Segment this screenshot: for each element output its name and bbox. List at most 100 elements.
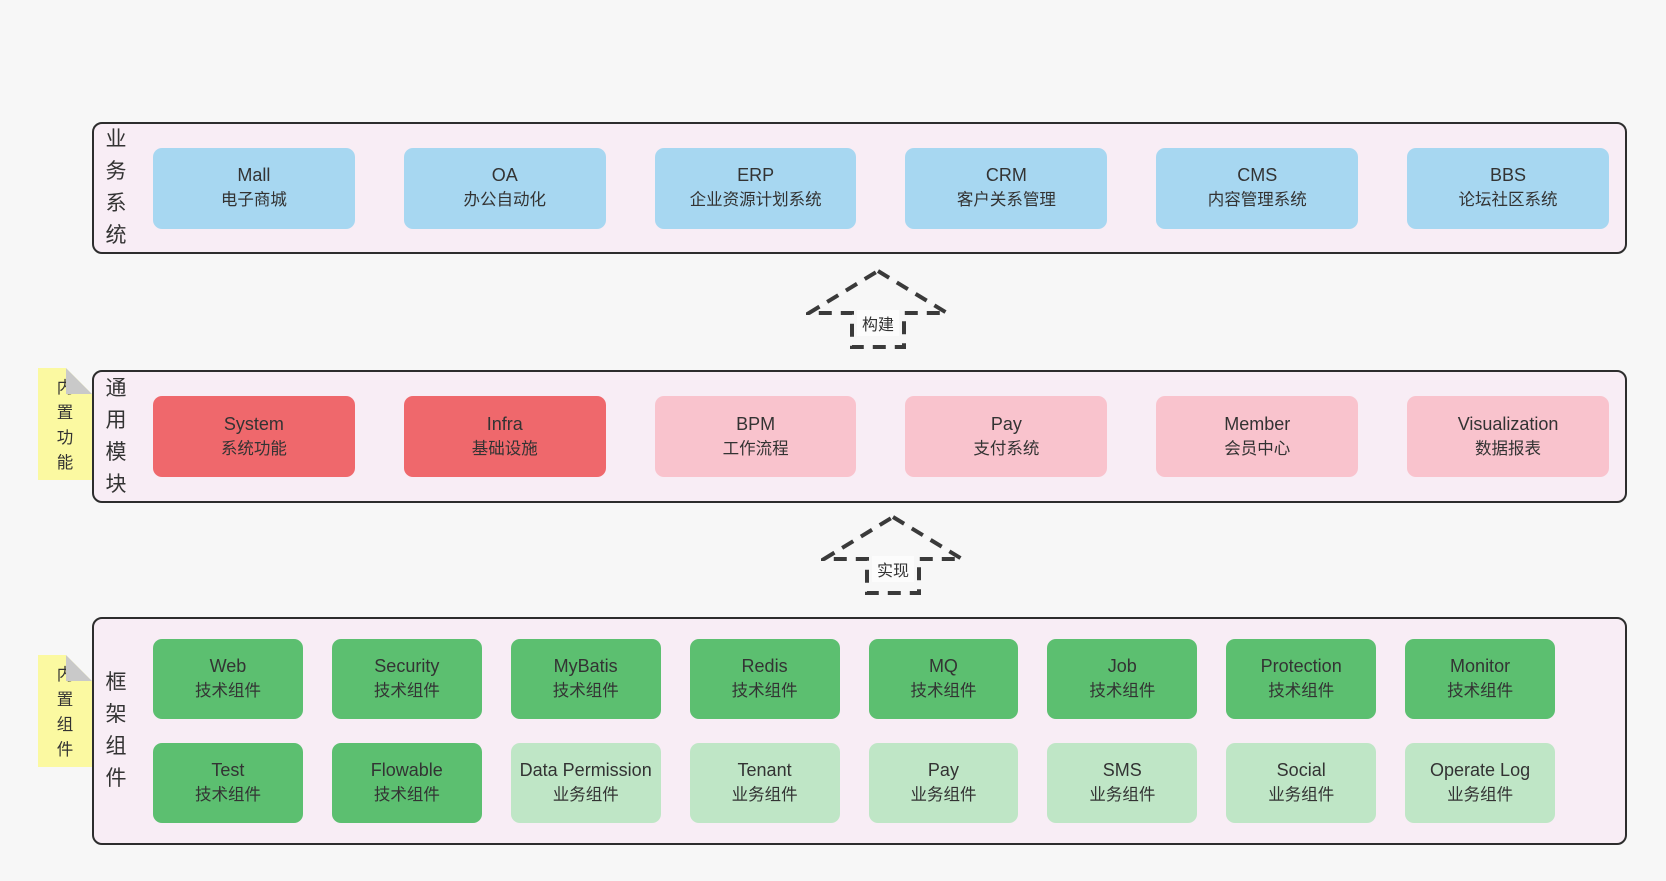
diagram-box-sms: SMS 业务组件 — [1047, 743, 1198, 823]
box-subtitle: 技术组件 — [1089, 682, 1156, 700]
layer-label-text: 通用模块 — [105, 376, 127, 496]
layer-label-framework-components: 框架组件 — [94, 619, 138, 843]
box-subtitle: 内容管理系统 — [1207, 191, 1307, 209]
box-title: SMS — [1102, 760, 1142, 780]
diagram-box-crm: CRM 客户关系管理 — [905, 147, 1108, 229]
diagram-box-social: Social 业务组件 — [1226, 743, 1377, 823]
box-subtitle: 技术组件 — [373, 786, 440, 804]
box-title: MyBatis — [553, 656, 618, 676]
diagram-box-bbs: BBS 论坛社区系统 — [1407, 147, 1609, 229]
diagram-box-job: Job 技术组件 — [1047, 639, 1198, 719]
box-title: Test — [211, 760, 245, 780]
diagram-box-member: Member 会员中心 — [1156, 396, 1359, 477]
box-title: Mall — [237, 165, 271, 185]
box-title: Web — [209, 656, 247, 676]
diagram-box-erp: ERP 企业资源计划系统 — [654, 147, 857, 229]
box-title: Flowable — [370, 760, 443, 780]
layer-common-modules: 通用模块 System 系统功能 Infra 基础设施 BPM 工作流程 Pay 支付系统 Me… — [92, 370, 1627, 503]
dashed-up-arrow-icon — [806, 268, 950, 349]
box-subtitle: 业务组件 — [552, 786, 619, 804]
diagram-box-pay: Pay 支付系统 — [905, 396, 1108, 477]
arrow-build: 构建 — [806, 268, 950, 350]
note-fold-corner-icon — [66, 655, 92, 681]
diagram-box-flowable: Flowable 技术组件 — [331, 743, 482, 823]
diagram-box-tenant: Tenant 业务组件 — [689, 743, 840, 823]
box-title: Pay — [927, 760, 959, 780]
box-title: Monitor — [1450, 656, 1511, 676]
box-subtitle: 论坛社区系统 — [1458, 191, 1558, 209]
box-title: Infra — [486, 413, 523, 434]
box-title: Redis — [741, 656, 788, 676]
box-title: BBS — [1490, 165, 1527, 185]
box-title: ERP — [737, 165, 775, 185]
box-subtitle: 技术组件 — [552, 682, 619, 700]
box-subtitle: 基础设施 — [471, 439, 538, 458]
box-subtitle: 业务组件 — [1089, 786, 1156, 804]
box-subtitle: 客户关系管理 — [956, 191, 1056, 209]
box-subtitle: 业务组件 — [1268, 786, 1335, 804]
box-title: Job — [1107, 656, 1137, 676]
diagram-box-bpm: BPM 工作流程 — [654, 396, 857, 477]
box-title: OA — [491, 165, 518, 185]
note-fold-corner-icon — [66, 368, 92, 394]
box-title: Operate Log — [1430, 760, 1531, 780]
box-title: Security — [374, 656, 440, 676]
sticky-note-label: 内置功能 — [56, 379, 74, 472]
box-subtitle: 业务组件 — [731, 786, 798, 804]
box-subtitle: 支付系统 — [973, 439, 1040, 458]
box-subtitle: 技术组件 — [194, 682, 261, 700]
diagram-box-visualization: Visualization 数据报表 — [1407, 396, 1609, 477]
arrow-implement: 实现 — [821, 514, 965, 596]
diagram-box-mybatis: MyBatis 技术组件 — [510, 639, 661, 719]
box-title: CRM — [985, 165, 1027, 185]
sticky-note-built-in-components: 内置组件 — [38, 655, 92, 767]
box-subtitle: 数据报表 — [1475, 439, 1542, 458]
box-subtitle: 技术组件 — [910, 682, 977, 700]
arrow-label-implement: 实现 — [871, 556, 915, 582]
diagram-box-infra: Infra 基础设施 — [403, 396, 606, 477]
box-title: Member — [1224, 413, 1291, 434]
box-title: Social — [1276, 760, 1326, 780]
sticky-note-built-in-features: 内置功能 — [38, 368, 92, 480]
diagram-box-system: System 系统功能 — [153, 396, 355, 477]
box-subtitle: 会员中心 — [1224, 439, 1291, 458]
diagram-box-monitor: Monitor 技术组件 — [1405, 639, 1555, 719]
box-subtitle: 办公自动化 — [463, 191, 546, 209]
box-title: Visualization — [1457, 413, 1559, 434]
box-subtitle: 业务组件 — [1447, 786, 1514, 804]
diagram-box-redis: Redis 技术组件 — [689, 639, 840, 719]
box-subtitle: 系统功能 — [220, 439, 287, 458]
box-title: BPM — [736, 413, 776, 434]
box-subtitle: 技术组件 — [731, 682, 798, 700]
layer-label-business-systems: 业务系统 — [94, 124, 138, 252]
box-subtitle: 技术组件 — [1447, 682, 1514, 700]
box-title: System — [223, 413, 284, 434]
diagram-box-oa: OA 办公自动化 — [403, 147, 606, 229]
box-title: CMS — [1237, 165, 1278, 185]
arrow-label-build: 构建 — [856, 310, 900, 336]
box-subtitle: 企业资源计划系统 — [689, 191, 822, 209]
diagram-box-web: Web 技术组件 — [153, 639, 303, 719]
box-title: Protection — [1260, 656, 1342, 676]
box-title: Tenant — [737, 760, 792, 780]
diagram-box-cms: CMS 内容管理系统 — [1156, 147, 1359, 229]
diagram-box-operate-log: Operate Log 业务组件 — [1405, 743, 1555, 823]
box-title: Pay — [990, 413, 1022, 434]
box-subtitle: 技术组件 — [194, 786, 261, 804]
layer-label-text: 框架组件 — [105, 671, 127, 790]
box-subtitle: 工作流程 — [722, 439, 789, 458]
box-title: MQ — [928, 656, 958, 676]
sticky-note-label: 内置组件 — [56, 666, 74, 759]
diagram-box-mq: MQ 技术组件 — [868, 639, 1019, 719]
box-subtitle: 技术组件 — [1268, 682, 1335, 700]
